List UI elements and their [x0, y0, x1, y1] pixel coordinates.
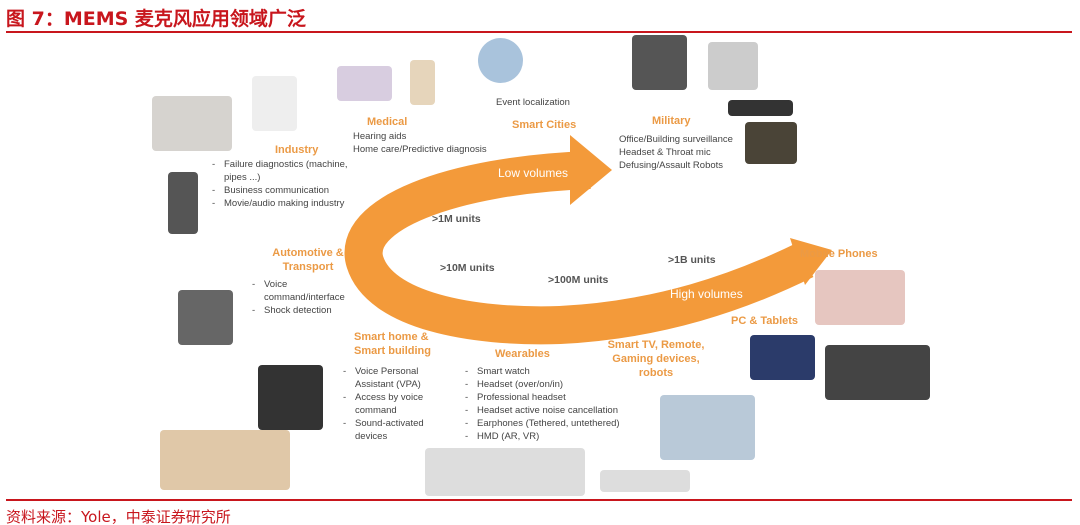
industry-list: Failure diagnostics (machine, pipes ...)…: [212, 158, 357, 210]
figure-title: 图 7：MEMS 麦克风应用领域广泛: [6, 8, 306, 30]
list-item: Access by voice command: [343, 391, 438, 417]
smart-tv-heading: Smart TV, Remote, Gaming devices, robots: [607, 339, 705, 379]
phones-image: [815, 270, 905, 325]
list-item: Headset active noise cancellation: [465, 404, 645, 417]
source-note: 资料来源：Yole，中泰证券研究所: [6, 508, 231, 525]
list-item: Earphones (Tethered, untethered): [465, 417, 645, 430]
smart-home-heading: Smart home & Smart building: [354, 331, 431, 357]
list-item: Voice Personal Assistant (VPA): [343, 365, 438, 391]
smart-cities-heading: Smart Cities: [512, 119, 577, 131]
list-item: Smart watch: [465, 365, 645, 378]
top-rule: [6, 31, 1072, 33]
flashlight-image: [728, 100, 793, 116]
units-label: >1B units: [668, 254, 716, 266]
smart-tv-image: [660, 395, 755, 460]
robot-image: [745, 122, 797, 164]
military-list: Office/Building surveillance Headset & T…: [619, 133, 733, 172]
earphones-image: [600, 470, 690, 492]
microphone-image: [168, 172, 198, 234]
arrow-band: [344, 151, 814, 345]
units-label: >1M units: [432, 213, 481, 225]
military-heading: Military: [652, 115, 691, 127]
gunshot-icon: [478, 38, 523, 83]
industry-heading: Industry: [275, 144, 319, 156]
automotive-heading: Automotive & Transport: [272, 247, 344, 273]
list-item: Failure diagnostics (machine, pipes ...): [212, 158, 357, 184]
list-item: Headset & Throat mic: [619, 147, 711, 158]
mobile-phones-heading: Mobile Phones: [800, 248, 878, 260]
list-item: Shock detection: [252, 304, 352, 317]
units-label: >10M units: [440, 262, 495, 274]
high-volumes-label: High volumes: [670, 287, 743, 301]
event-localization: Event localization: [496, 97, 570, 108]
smart-home-list: Voice Personal Assistant (VPA) Access by…: [343, 365, 438, 443]
medical-heading: Medical: [367, 116, 408, 128]
car-interior-image: [178, 290, 233, 345]
low-volumes-label: Low volumes: [498, 166, 569, 180]
list-item: HMD (AR, VR): [465, 430, 645, 443]
list-item: Business communication: [212, 184, 357, 197]
list-item: Movie/audio making industry: [212, 197, 357, 210]
list-item: Voice command/interface: [252, 278, 352, 304]
list-item: Sound-activated devices: [343, 417, 438, 443]
laptop-image: [750, 335, 815, 380]
units-label: >100M units: [548, 274, 609, 286]
bottom-rule: [6, 499, 1072, 501]
pc-tablets-heading: PC & Tablets: [731, 315, 799, 327]
list-item: Office/Building surveillance: [619, 134, 733, 145]
medical-list: Hearing aids Home care/Predictive diagno…: [353, 130, 487, 156]
list-item: Headset (over/on/in): [465, 378, 645, 391]
wearables-image: [425, 448, 585, 496]
military-headset-image: [632, 35, 687, 90]
wearables-heading: Wearables: [495, 348, 550, 360]
google-home-image: [160, 430, 290, 490]
list-item: Home care/Predictive diagnosis: [353, 144, 487, 155]
wearables-list: Smart watch Headset (over/on/in) Profess…: [465, 365, 645, 443]
smart-speaker-image: [258, 365, 323, 430]
headset-sketch: [252, 76, 297, 131]
list-item: Defusing/Assault Robots: [619, 160, 724, 171]
automotive-list: Voice command/interface Shock detection: [252, 278, 352, 317]
arrow-head-top: [570, 135, 612, 205]
industry-photo: [152, 96, 232, 151]
arrow-head-bottom: [790, 238, 832, 285]
hearing-aid-image: [410, 60, 435, 105]
throat-mic-image: [708, 42, 758, 90]
list-item: Hearing aids: [353, 131, 407, 142]
tablets-image: [825, 345, 930, 400]
list-item: Professional headset: [465, 391, 645, 404]
hearing-aids-image: [337, 66, 392, 101]
